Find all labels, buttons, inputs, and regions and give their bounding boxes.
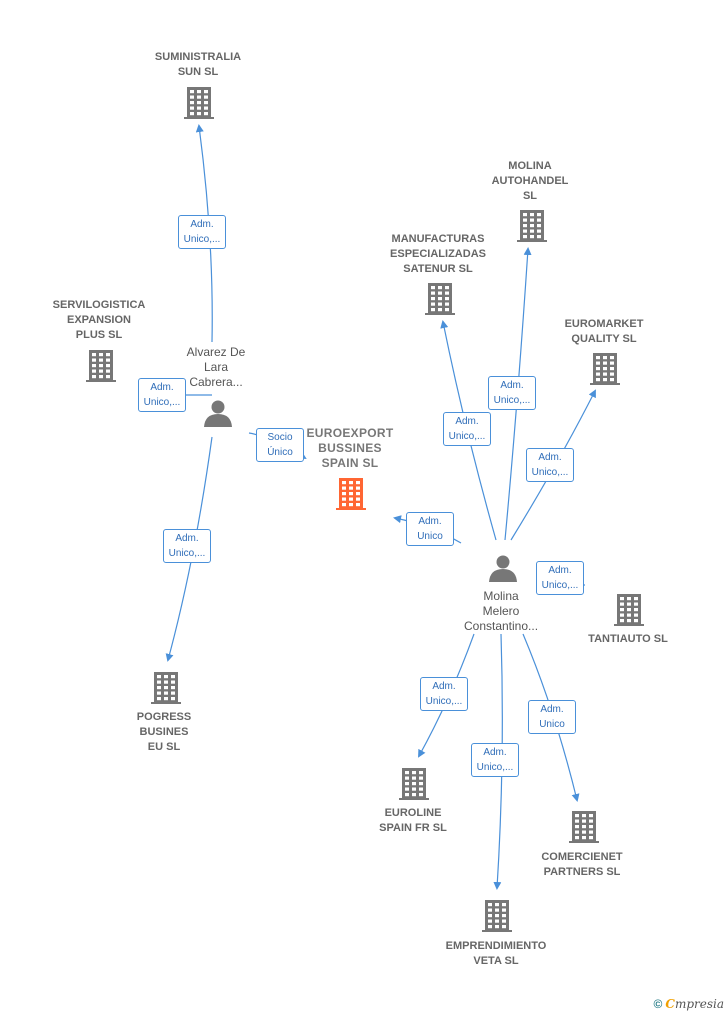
- pogress-label[interactable]: POGRESS BUSINES EU SL: [136, 711, 192, 753]
- edge-label-molina_melero-to-euroexport[interactable]: Adm. Unico: [406, 512, 454, 546]
- pogress-building-icon[interactable]: [151, 672, 181, 704]
- edge-label-molina_melero-to-emprendimiento[interactable]: Adm. Unico,...: [471, 743, 519, 777]
- euroexport-building-icon[interactable]: [336, 478, 366, 510]
- molina_autohandel-building-icon[interactable]: [517, 210, 547, 242]
- comercienet-label[interactable]: COMERCIENET PARTNERS SL: [541, 851, 623, 878]
- molina_melero-label[interactable]: Molina Melero Constantino...: [463, 589, 539, 633]
- servilogistica-label[interactable]: SERVILOGISTICA EXPANSION PLUS SL: [52, 299, 146, 341]
- manufacturas-building-icon[interactable]: [425, 283, 455, 315]
- euromarket-label[interactable]: EUROMARKET QUALITY SL: [564, 318, 644, 345]
- manufacturas-label[interactable]: MANUFACTURAS ESPECIALIZADAS SATENUR SL: [390, 233, 486, 275]
- edge-label-molina_melero-to-euromarket[interactable]: Adm. Unico,...: [526, 448, 574, 482]
- molina_melero-person-icon[interactable]: [489, 555, 517, 583]
- tantiauto-label[interactable]: TANTIAUTO SL: [588, 633, 668, 645]
- euroline-label[interactable]: EUROLINE SPAIN FR SL: [379, 807, 447, 834]
- edge-label-molina_melero-to-comercienet[interactable]: Adm. Unico: [528, 700, 576, 734]
- edge-label-alvarez-to-suministralia[interactable]: Adm. Unico,...: [178, 215, 226, 249]
- tantiauto-building-icon[interactable]: [614, 594, 644, 626]
- servilogistica-building-icon[interactable]: [86, 350, 116, 382]
- edge-label-alvarez-to-pogress[interactable]: Adm. Unico,...: [163, 529, 211, 563]
- empresia-logo: ©Cmpresia: [653, 997, 724, 1011]
- edge-label-alvarez-to-euroexport[interactable]: Socio Único: [256, 428, 304, 462]
- edge-label-molina_melero-to-manufacturas[interactable]: Adm. Unico,...: [443, 412, 491, 446]
- edge-label-molina_melero-to-molina_autohandel[interactable]: Adm. Unico,...: [488, 376, 536, 410]
- emprendimiento-building-icon[interactable]: [482, 900, 512, 932]
- molina_autohandel-label[interactable]: MOLINA AUTOHANDEL SL: [491, 160, 569, 202]
- comercienet-building-icon[interactable]: [569, 811, 599, 843]
- emprendimiento-label[interactable]: EMPRENDIMIENTO VETA SL: [445, 940, 547, 967]
- suministralia-label[interactable]: SUMINISTRALIA SUN SL: [154, 51, 242, 78]
- edge-label-alvarez-to-servilogistica[interactable]: Adm. Unico,...: [138, 378, 186, 412]
- edge-label-molina_melero-to-euroline[interactable]: Adm. Unico,...: [420, 677, 468, 711]
- alvarez-person-icon[interactable]: [204, 400, 232, 428]
- euroline-building-icon[interactable]: [399, 768, 429, 800]
- alvarez-label[interactable]: Alvarez De Lara Cabrera...: [186, 345, 246, 389]
- euromarket-building-icon[interactable]: [590, 353, 620, 385]
- suministralia-building-icon[interactable]: [184, 87, 214, 119]
- euroexport-label[interactable]: EUROEXPORT BUSSINES SPAIN SL: [306, 426, 394, 470]
- edge-label-molina_melero-to-tantiauto[interactable]: Adm. Unico,...: [536, 561, 584, 595]
